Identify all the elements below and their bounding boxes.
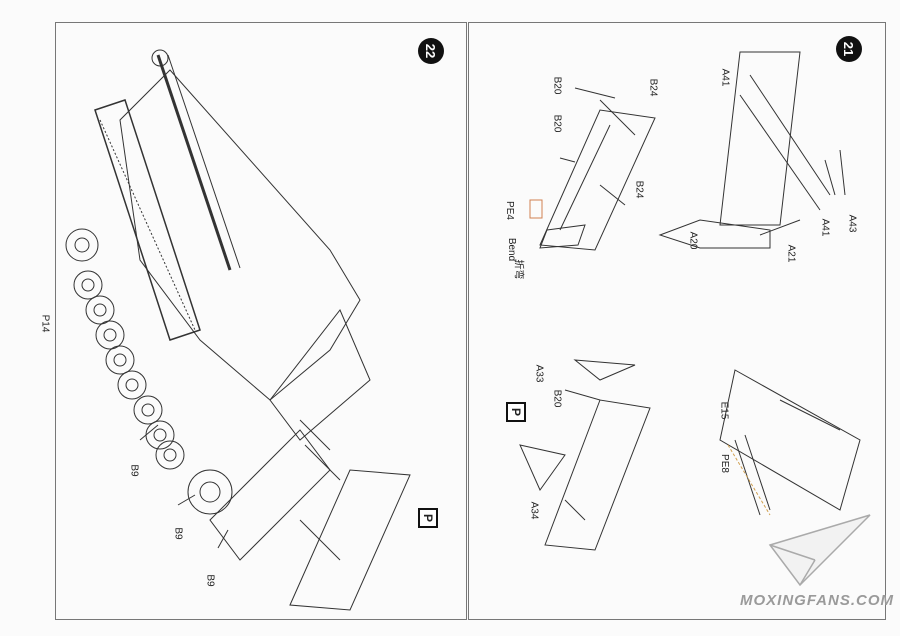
part-label-b20-mid: B20 bbox=[551, 114, 563, 133]
part-label-pe4: PE4 bbox=[503, 201, 515, 220]
right-panel-frame bbox=[468, 22, 886, 620]
part-label-a20: A20 bbox=[687, 231, 699, 250]
part-label-b20-top: B20 bbox=[551, 76, 563, 95]
part-label-a21: A21 bbox=[785, 244, 797, 263]
part-label-e15: E15 bbox=[718, 401, 730, 420]
left-panel-frame bbox=[55, 22, 467, 620]
part-label-b9-3: B9 bbox=[204, 574, 216, 587]
part-label-a33: A33 bbox=[533, 364, 545, 383]
part-label-a43: A43 bbox=[846, 214, 858, 233]
part-label-a41-bottom: A41 bbox=[819, 218, 831, 237]
bend-label-cn: 折弯 bbox=[512, 259, 524, 280]
part-label-b24-top: B24 bbox=[647, 78, 659, 97]
p-marker-right: P bbox=[506, 402, 526, 422]
part-label-a34: A34 bbox=[528, 501, 540, 520]
hull-outline bbox=[119, 69, 361, 401]
part-label-b20-lower: B20 bbox=[551, 389, 563, 408]
p-marker-left: P bbox=[418, 508, 438, 528]
part-label-b9-1: B9 bbox=[128, 464, 140, 477]
site-watermark: MOXINGFANS.COM bbox=[740, 592, 895, 609]
bend-label: Bend bbox=[506, 237, 518, 262]
part-label-b24-bottom: B24 bbox=[633, 180, 645, 199]
part-label-a41-top: A41 bbox=[719, 68, 731, 87]
part-label-pe8: PE8 bbox=[718, 454, 730, 473]
paper-plane-logo bbox=[768, 514, 871, 587]
part-label-b9-2: B9 bbox=[172, 527, 184, 540]
